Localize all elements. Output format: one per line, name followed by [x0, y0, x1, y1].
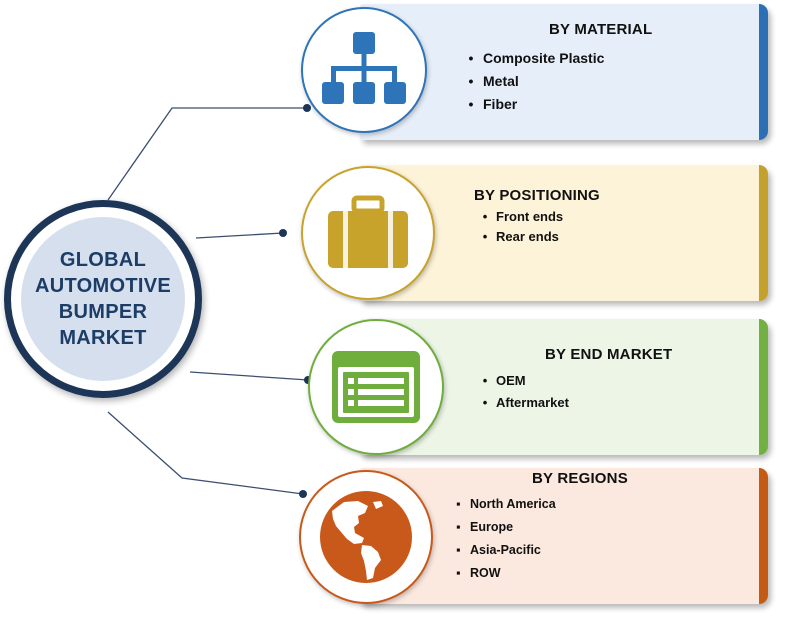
bullet-icon: • — [482, 394, 488, 410]
card-by-material — [360, 4, 768, 140]
list-window-icon — [332, 351, 420, 423]
item-label: Rear ends — [496, 228, 559, 244]
list-item: • Aftermarket — [474, 391, 569, 413]
connector-positioning — [195, 232, 284, 239]
bullet-icon: • — [482, 208, 488, 224]
list-item: • Front ends — [474, 206, 563, 226]
item-label: Aftermarket — [496, 394, 569, 410]
item-label: Europe — [470, 519, 514, 534]
icon-circle-material — [301, 7, 427, 133]
list-item: ▪ Europe — [447, 515, 556, 538]
card-accent-edge — [759, 319, 768, 455]
item-label: OEM — [496, 372, 526, 388]
list-item: • Metal — [459, 69, 604, 92]
item-label: Composite Plastic — [483, 49, 605, 66]
list-item: ▪ North America — [447, 492, 556, 515]
item-label: Asia-Pacific — [470, 542, 541, 557]
item-label: North America — [470, 496, 556, 511]
bullet-icon: • — [468, 49, 474, 66]
item-list-end-market: • OEM • Aftermarket — [474, 369, 569, 413]
list-item: ▪ ROW — [447, 561, 556, 584]
connector-dot-material — [303, 104, 311, 112]
bullet-icon: • — [482, 372, 488, 388]
connector-dot-regions — [299, 490, 307, 498]
item-label: ROW — [470, 565, 501, 580]
list-item: • Fiber — [459, 92, 604, 115]
card-accent-edge — [759, 468, 768, 604]
hierarchy-icon — [322, 32, 406, 104]
item-label: Fiber — [483, 95, 518, 112]
icon-circle-regions — [299, 470, 433, 604]
hub-title-line: MARKET — [59, 327, 147, 349]
connector-material — [107, 107, 307, 201]
hub-title-line: GLOBAL — [59, 249, 147, 271]
hub-inner: GLOBAL AUTOMOTIVE BUMPER MARKET — [21, 217, 185, 381]
list-item: • OEM — [474, 369, 569, 391]
item-list-positioning: • Front ends • Rear ends — [474, 206, 563, 246]
bullet-icon: • — [482, 228, 488, 244]
hub-title-line: AUTOMOTIVE — [35, 275, 171, 297]
list-item: ▪ Asia-Pacific — [447, 538, 556, 561]
hub-circle: GLOBAL AUTOMOTIVE BUMPER MARKET — [4, 200, 202, 398]
bullet-icon: ▪ — [456, 519, 461, 534]
bullet-icon: ▪ — [456, 565, 461, 580]
item-label: Metal — [483, 72, 519, 89]
icon-circle-positioning — [301, 166, 435, 300]
card-accent-edge — [759, 4, 768, 140]
connector-dot-positioning — [279, 229, 287, 237]
card-title-regions: BY REGIONS — [532, 470, 628, 487]
item-list-regions: ▪ North America ▪ Europe ▪ Asia-Pacific … — [447, 492, 556, 584]
icon-circle-end-market — [308, 319, 444, 455]
card-title-material: BY MATERIAL — [549, 21, 653, 38]
hub-title-line: BUMPER — [58, 301, 148, 323]
globe-icon — [320, 491, 412, 583]
item-list-material: • Composite Plastic • Metal • Fiber — [459, 46, 605, 115]
bullet-icon: • — [468, 72, 474, 89]
list-item: • Composite Plastic — [459, 46, 605, 69]
bullet-icon: • — [468, 95, 474, 112]
bullet-icon: ▪ — [456, 496, 461, 511]
card-title-end-market: BY END MARKET — [545, 346, 673, 363]
connector-end-market — [189, 371, 309, 381]
hub-title: GLOBAL AUTOMOTIVE BUMPER MARKET — [35, 247, 171, 351]
bullet-icon: ▪ — [456, 542, 461, 557]
card-accent-edge — [759, 165, 768, 301]
briefcase-icon — [328, 195, 408, 268]
list-item: • Rear ends — [474, 226, 563, 246]
card-title-positioning: BY POSITIONING — [474, 187, 600, 204]
item-label: Front ends — [496, 208, 564, 224]
connector-regions — [107, 411, 304, 495]
